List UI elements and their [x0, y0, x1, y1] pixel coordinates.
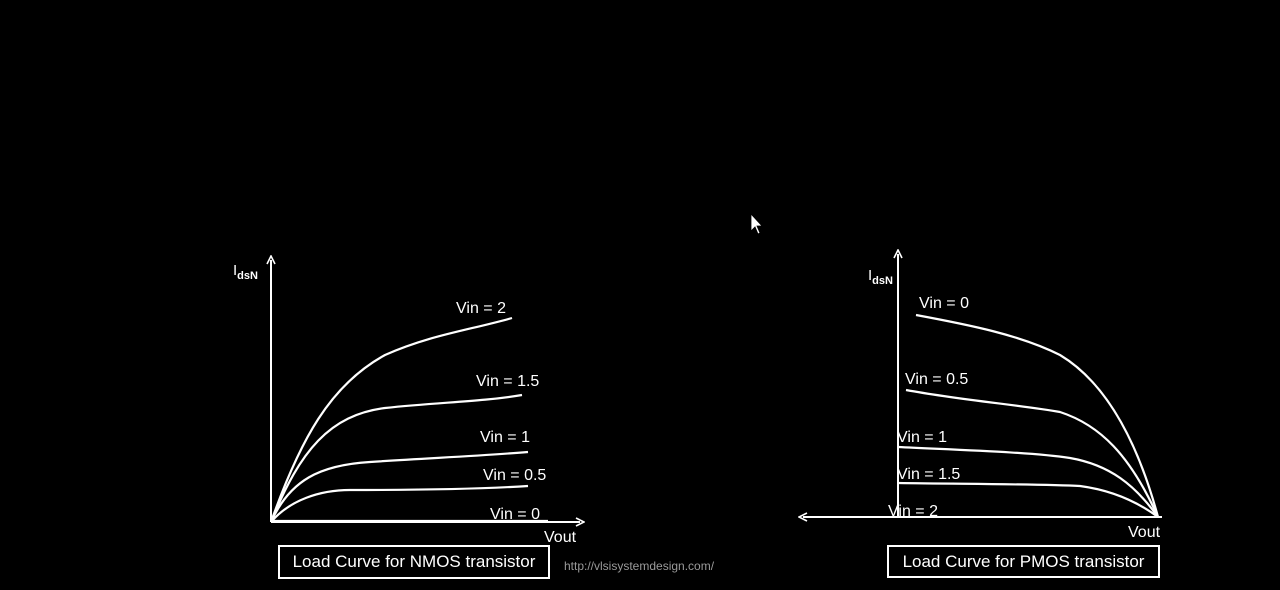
nmos-y-axis-label: IdsN: [233, 262, 258, 282]
pmos-curve-label-vin-2: Vin = 2: [888, 503, 938, 520]
pmos-curve-label-vin-1-5: Vin = 1.5: [897, 466, 960, 483]
nmos-x-axis-label: Vout: [544, 529, 577, 546]
pmos-curve-label-vin-0: Vin = 0: [919, 295, 969, 312]
pmos-plot: IdsN Vout Vin = 0 Vin = 0.5 Vin = 1 Vin …: [803, 254, 1162, 541]
nmos-curve-vin-2: [269, 316, 513, 523]
pmos-curve-label-vin-1: Vin = 1: [897, 429, 947, 446]
pmos-curve-vin-1-5: [897, 481, 1159, 518]
nmos-curve-label-vin-2: Vin = 2: [456, 300, 506, 317]
pmos-curve-vin-1: [897, 445, 1159, 518]
nmos-curve-vin-0-5: [270, 484, 529, 523]
nmos-caption: Load Curve for NMOS transistor: [278, 545, 550, 579]
pmos-curve-vin-0: [915, 313, 1160, 518]
pmos-x-axis-label: Vout: [1128, 524, 1161, 541]
nmos-curve-label-vin-0-5: Vin = 0.5: [483, 467, 546, 484]
pmos-caption: Load Curve for PMOS transistor: [887, 545, 1160, 578]
nmos-curve-vin-1: [269, 450, 529, 523]
pmos-curve-vin-0-5: [905, 388, 1160, 518]
nmos-plot: IdsN Vout Vin = 2 Vin = 1.5 Vin = 1 Vin …: [233, 260, 580, 546]
nmos-curve-label-vin-1: Vin = 1: [480, 429, 530, 446]
pmos-y-axis-label: IdsN: [868, 267, 893, 287]
mouse-pointer-icon: [750, 212, 763, 235]
pmos-curve-label-vin-0-5: Vin = 0.5: [905, 371, 968, 388]
source-url[interactable]: http://vlsisystemdesign.com/: [564, 559, 715, 573]
nmos-curve-label-vin-1-5: Vin = 1.5: [476, 373, 539, 390]
nmos-curve-vin-1-5: [269, 393, 523, 523]
nmos-curve-label-vin-0: Vin = 0: [490, 506, 540, 523]
